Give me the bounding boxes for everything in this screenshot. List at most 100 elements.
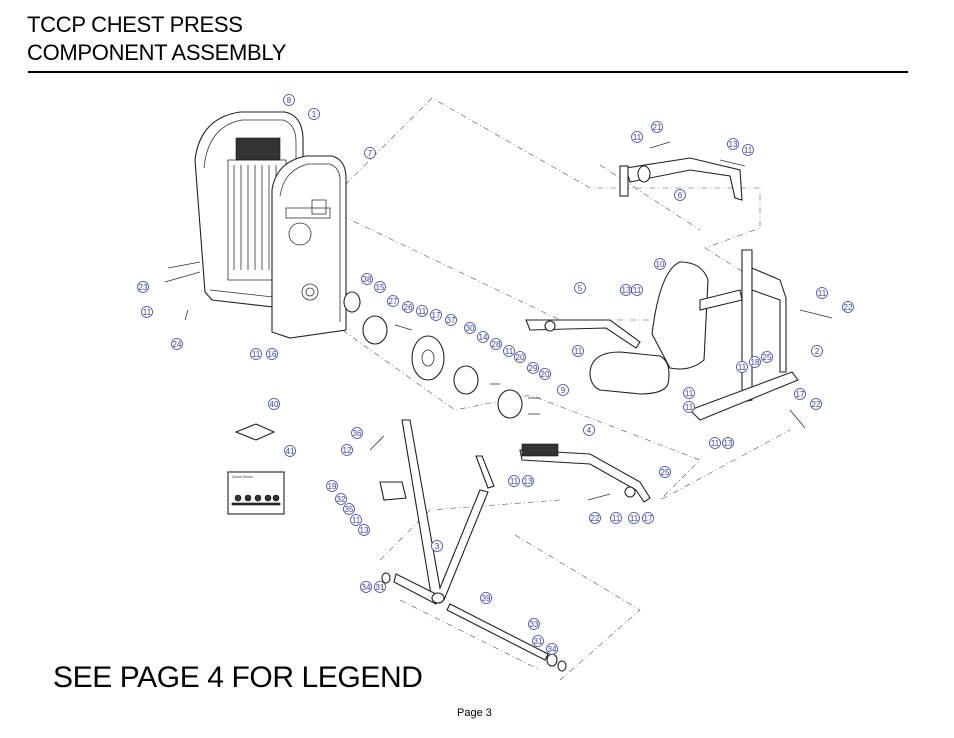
callout-number: 13 bbox=[729, 140, 738, 149]
callout-40: 40 bbox=[268, 398, 280, 410]
handle-frame bbox=[379, 419, 495, 605]
callout-number: 20 bbox=[541, 370, 550, 379]
callout-number: 22 bbox=[812, 400, 821, 409]
callout-number: 6 bbox=[678, 191, 683, 200]
callout-number: 17 bbox=[432, 311, 441, 320]
callout-25: 25 bbox=[659, 466, 671, 478]
callout-number: 26 bbox=[404, 303, 413, 312]
callout-11: 11 bbox=[572, 345, 584, 357]
decal-label: Circuit Series bbox=[232, 475, 253, 479]
callout-number: 41 bbox=[286, 447, 295, 456]
callout-19: 19 bbox=[326, 480, 338, 492]
callout-11: 11 bbox=[610, 512, 622, 524]
callout-number: 31 bbox=[376, 583, 385, 592]
callout-number: 30 bbox=[466, 324, 475, 333]
callout-number: 25 bbox=[661, 468, 670, 477]
callout-11: 11 bbox=[742, 144, 754, 156]
callout-11: 11 bbox=[628, 512, 640, 524]
callout-17: 17 bbox=[642, 512, 654, 524]
callout-number: 36 bbox=[353, 429, 362, 438]
callout-41: 41 bbox=[284, 445, 296, 457]
callout-number: 15 bbox=[376, 283, 385, 292]
callout-1: 1 bbox=[308, 108, 320, 120]
callout-8: 8 bbox=[283, 94, 295, 106]
callout-14: 14 bbox=[477, 331, 489, 343]
callout-12: 12 bbox=[341, 444, 353, 456]
callout-number: 34 bbox=[362, 583, 371, 592]
callout-number: 22 bbox=[591, 514, 600, 523]
callout-number: 35 bbox=[345, 505, 354, 514]
callout-number: 21 bbox=[653, 123, 662, 132]
callout-number: 11 bbox=[685, 389, 694, 398]
callout-32: 32 bbox=[335, 493, 347, 505]
callout-15: 15 bbox=[374, 281, 386, 293]
callout-13: 13 bbox=[358, 524, 370, 536]
callout-number: 11 bbox=[630, 514, 639, 523]
callout-number: 34 bbox=[548, 645, 557, 654]
callout-37: 37 bbox=[445, 314, 457, 326]
callout-number: 2 bbox=[815, 347, 820, 356]
callout-11: 11 bbox=[631, 284, 643, 296]
callout-number: 40 bbox=[270, 400, 279, 409]
callout-13: 13 bbox=[620, 284, 632, 296]
callout-number: 33 bbox=[530, 620, 539, 629]
callout-number: 11 bbox=[510, 477, 519, 486]
callout-11: 11 bbox=[350, 514, 362, 526]
callout-39: 39 bbox=[480, 592, 492, 604]
callout-number: 11 bbox=[574, 347, 583, 356]
callout-number: 31 bbox=[534, 637, 543, 646]
callout-11: 11 bbox=[816, 287, 828, 299]
callout-33: 33 bbox=[528, 618, 540, 630]
callout-13: 13 bbox=[522, 475, 534, 487]
callout-number: 17 bbox=[644, 514, 653, 523]
callout-22: 22 bbox=[589, 512, 601, 524]
callout-number: 3 bbox=[435, 542, 440, 551]
callout-22: 22 bbox=[810, 398, 822, 410]
callout-number: 11 bbox=[711, 439, 720, 448]
callout-16: 16 bbox=[266, 348, 278, 360]
callout-number: 28 bbox=[492, 340, 501, 349]
callout-29: 29 bbox=[527, 362, 539, 374]
callout-11: 11 bbox=[683, 387, 695, 399]
fasteners bbox=[164, 159, 833, 451]
callout-number: 11 bbox=[738, 363, 747, 372]
seat-backrest bbox=[589, 261, 709, 395]
callout-number: 9 bbox=[561, 386, 566, 395]
callout-7: 7 bbox=[364, 147, 376, 159]
callout-11: 11 bbox=[709, 437, 721, 449]
callout-number: 11 bbox=[143, 308, 152, 317]
callout-3: 3 bbox=[431, 540, 443, 552]
callout-20: 20 bbox=[539, 368, 551, 380]
callout-number: 14 bbox=[479, 333, 488, 342]
seat-frame bbox=[689, 249, 799, 421]
callout-24: 24 bbox=[171, 338, 183, 350]
callout-2: 2 bbox=[811, 345, 823, 357]
page-title-line-2: COMPONENT ASSEMBLY bbox=[27, 40, 287, 65]
callout-number: 25 bbox=[763, 353, 772, 362]
callout-11: 11 bbox=[416, 305, 428, 317]
front-shroud-panel bbox=[271, 155, 347, 339]
pivot-hub-parts bbox=[343, 291, 540, 419]
callout-23: 23 bbox=[137, 281, 149, 293]
callout-number: 5 bbox=[578, 284, 583, 293]
callout-17: 17 bbox=[794, 388, 806, 400]
callout-number: 11 bbox=[418, 307, 427, 316]
callout-number: 29 bbox=[529, 364, 538, 373]
callout-18: 18 bbox=[749, 356, 761, 368]
callout-11: 11 bbox=[503, 345, 515, 357]
callout-9: 9 bbox=[557, 384, 569, 396]
callout-number: 12 bbox=[343, 446, 352, 455]
callout-31: 31 bbox=[532, 635, 544, 647]
callout-number: 27 bbox=[389, 297, 398, 306]
callout-number: 4 bbox=[587, 426, 592, 435]
decal-figures bbox=[231, 494, 281, 506]
callout-26: 26 bbox=[402, 301, 414, 313]
callout-number: 1 bbox=[312, 110, 317, 119]
callout-number: 11 bbox=[685, 403, 694, 412]
callout-number: 10 bbox=[656, 260, 665, 269]
callout-20: 20 bbox=[514, 351, 526, 363]
callout-number: 16 bbox=[268, 350, 277, 359]
callout-4: 4 bbox=[583, 424, 595, 436]
